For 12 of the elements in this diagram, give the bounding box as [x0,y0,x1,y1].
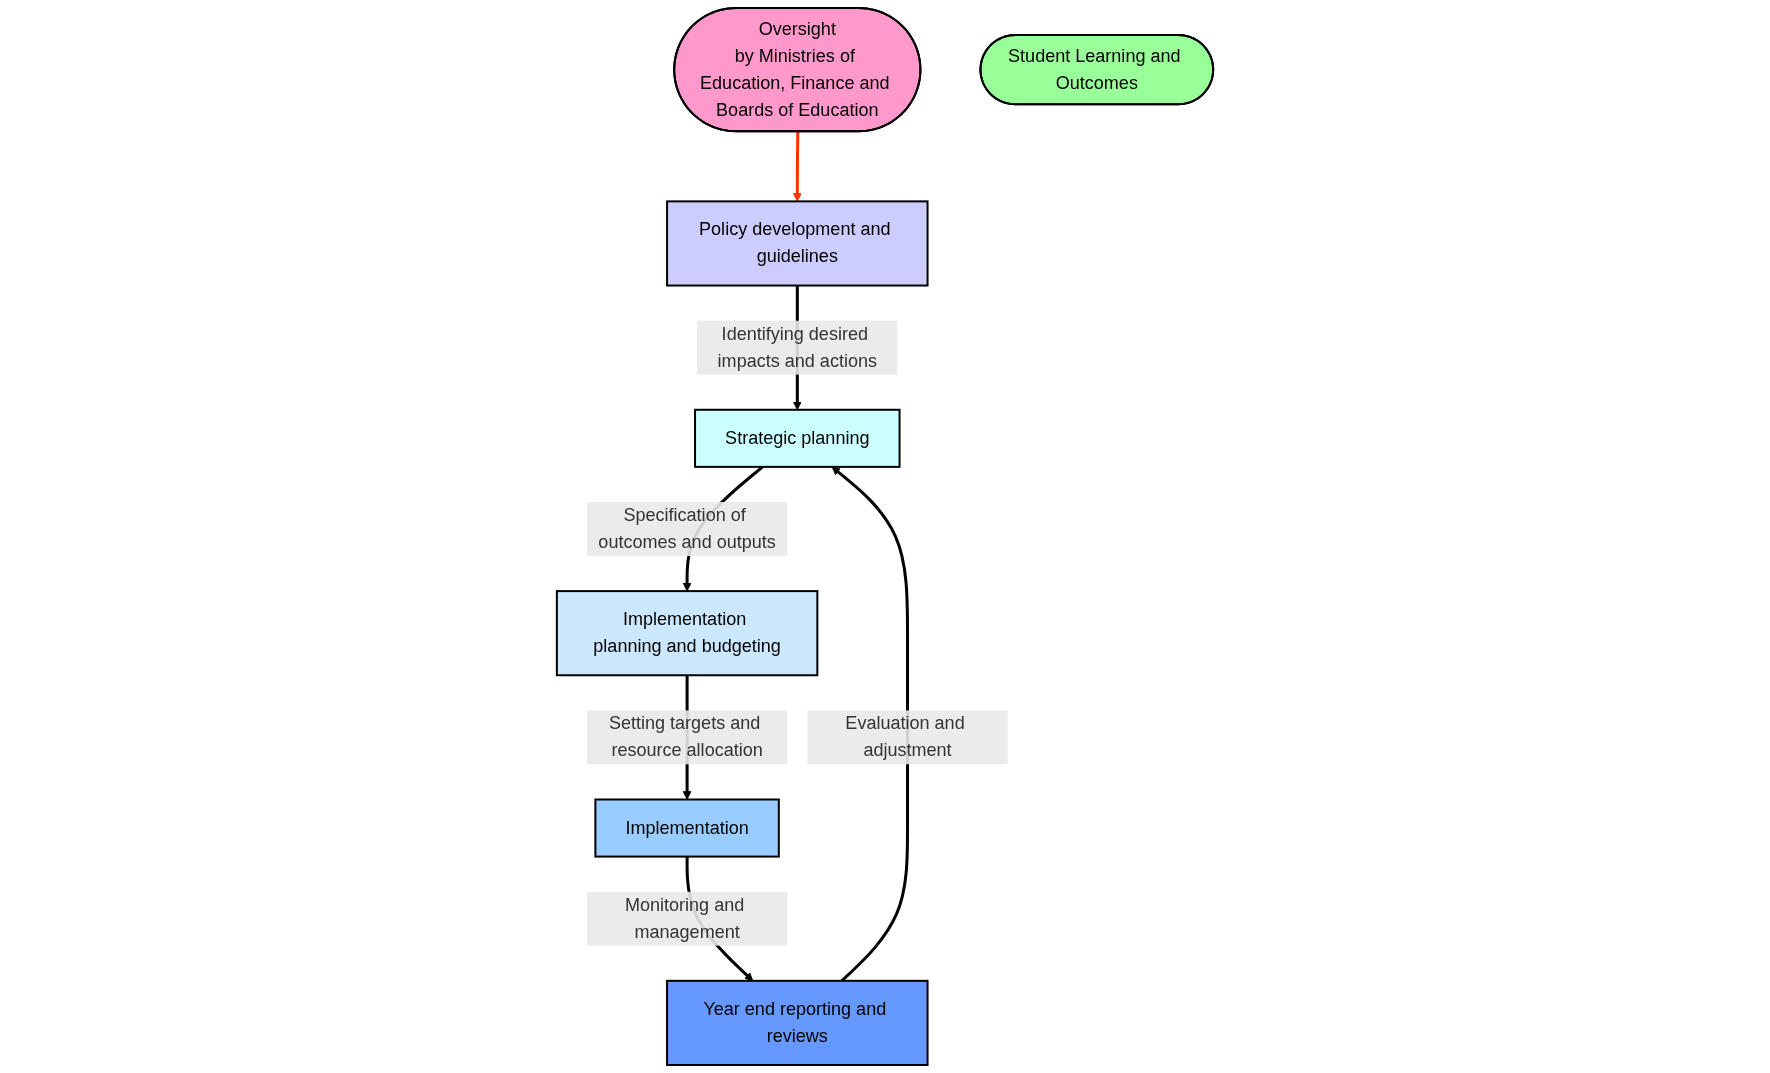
node-box: Implementation [594,798,780,858]
node-box: Strategic planning [694,408,901,468]
node-box: Policy development and guidelines [666,200,929,287]
arrow [831,466,909,982]
edge-label: Specification of outcomes and outputs [598,504,776,553]
edge-label: Evaluation and adjustment [845,713,965,761]
edge-label: Setting targets and resource allocation [608,713,763,761]
arrow [792,131,802,202]
node-box: Implementation planning and budgeting [555,590,819,677]
node-box: Year end reporting and reviews [666,979,929,1066]
edge-label: Monitoring and management [624,894,745,942]
edge-label: Identifying desired impacts and actions [717,323,877,371]
